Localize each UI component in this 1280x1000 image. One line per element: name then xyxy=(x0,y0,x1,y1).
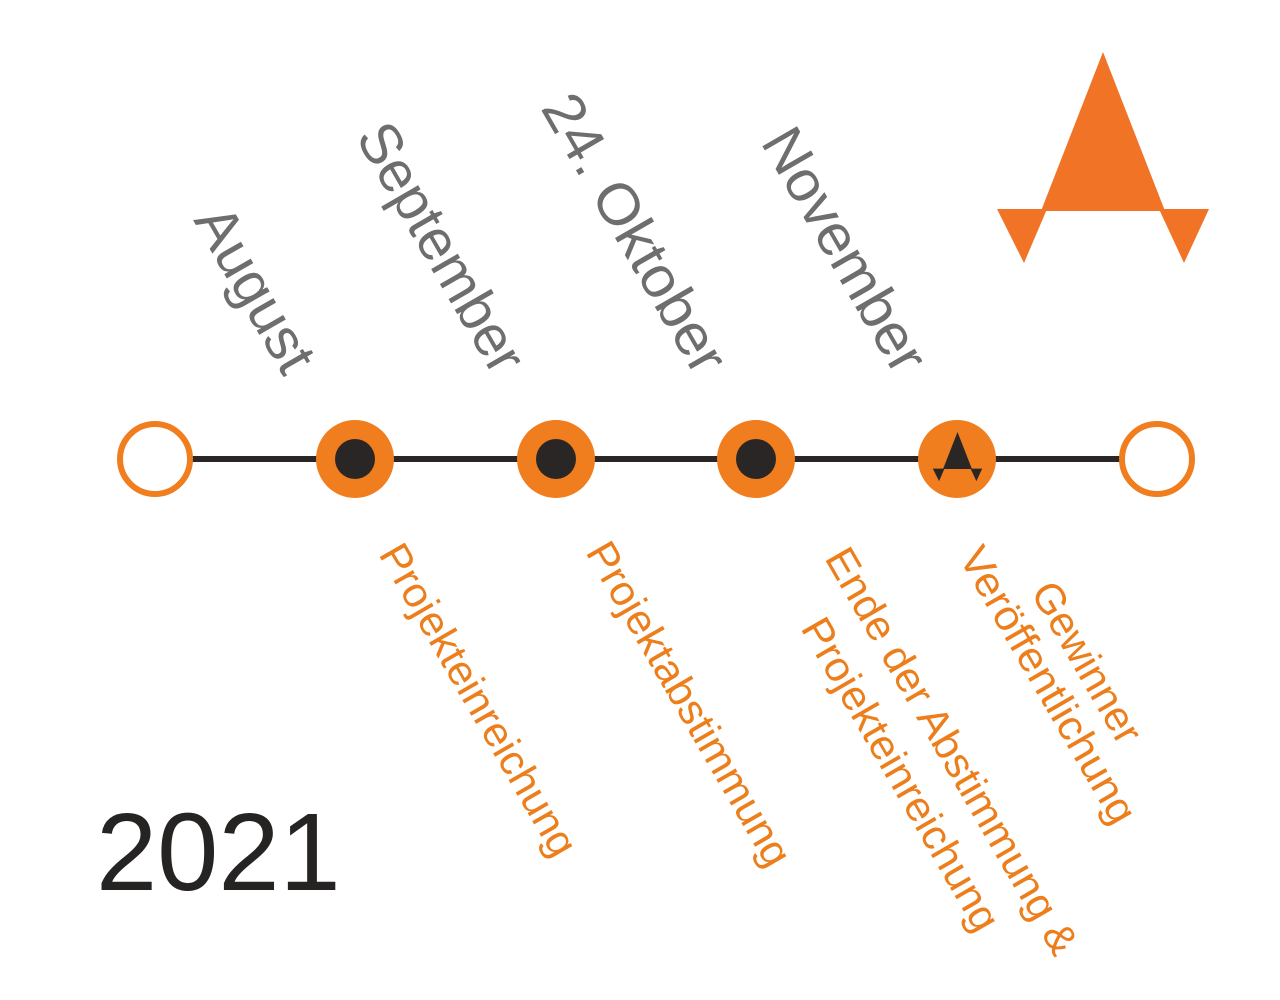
milestone-date-november: November xyxy=(749,116,941,384)
timeline-start-marker xyxy=(117,421,193,497)
year-label: 2021 xyxy=(96,791,341,914)
milestone-event-september: Projektabstimmung xyxy=(577,533,801,874)
marker-dot-icon xyxy=(335,439,375,479)
brand-logo-icon xyxy=(997,52,1209,263)
marker-dot-icon xyxy=(536,439,576,479)
milestone-marker-oktober xyxy=(717,420,795,498)
timeline-end-marker xyxy=(1119,421,1195,497)
milestone-date-august: August xyxy=(182,194,329,384)
milestone-date-september: September xyxy=(344,111,539,384)
milestone-date-oktober: 24. Oktober xyxy=(529,82,741,385)
milestone-marker-september xyxy=(517,420,595,498)
milestone-event-august: Projekteinreichung xyxy=(370,535,587,864)
marker-dot-icon xyxy=(736,439,776,479)
milestone-marker-august xyxy=(316,420,394,498)
marker-logo-icon xyxy=(932,432,983,482)
milestone-marker-november xyxy=(918,420,996,498)
